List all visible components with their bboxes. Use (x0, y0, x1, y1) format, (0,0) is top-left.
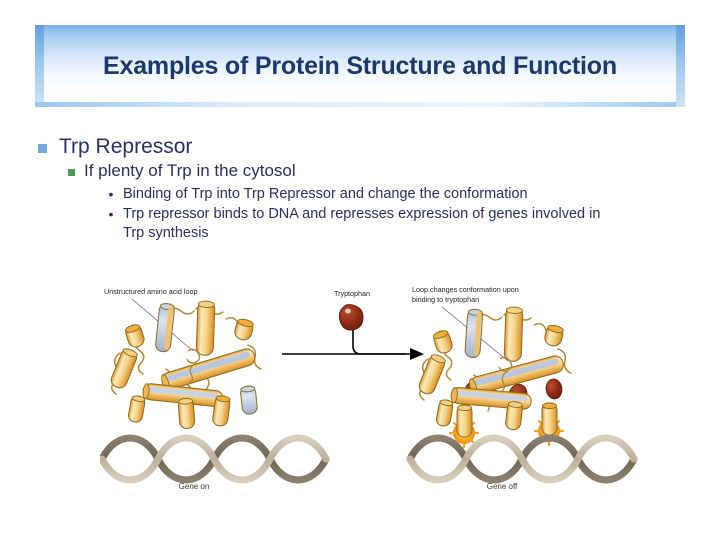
bullet-list: Trp Repressor If plenty of Trp in the cy… (38, 134, 688, 244)
dna-helix-right: Gene off (406, 434, 638, 491)
helix (177, 397, 196, 429)
helix (124, 324, 145, 348)
helix (418, 354, 446, 395)
reaction-arrow-head (410, 348, 424, 360)
bullet-level2: If plenty of Trp in the cytosol (68, 161, 688, 181)
left-dna-caption: Gene on (179, 482, 210, 491)
slide-title-bar: Examples of Protein Structure and Functi… (35, 25, 685, 107)
right-annotation-line2: binding to tryptophan (412, 295, 479, 304)
bullet-level3-item: • Binding of Trp into Trp Repressor and … (106, 185, 688, 204)
helix (432, 330, 453, 354)
helix (240, 385, 258, 415)
bullet-level3-label: Binding of Trp into Trp Repressor and ch… (123, 185, 528, 202)
right-panel-group: Loop changes conformation upon binding t… (406, 285, 638, 491)
bullet-level3-item: • Trp repressor binds to DNA and repress… (106, 205, 688, 243)
tryptophan-connector (352, 330, 406, 355)
helix (544, 324, 564, 347)
helix (234, 318, 254, 341)
dot-bullet-icon: • (108, 205, 114, 222)
bullet-level3-label: Trp repressor binds to DNA and represses… (123, 205, 601, 241)
changed-loop (498, 356, 513, 393)
title-bar-bottom-edge (35, 102, 685, 107)
tryptophan-molecule (338, 304, 364, 331)
right-dna-caption: Gene off (487, 482, 518, 491)
dot-bullet-icon: • (108, 185, 114, 202)
helix (469, 355, 564, 395)
helix (464, 308, 483, 358)
right-annotation-line1: Loop changes conformation upon (412, 285, 519, 294)
helix (505, 401, 523, 431)
middle-group: Tryptophan (282, 289, 424, 360)
helix (155, 303, 175, 353)
helix (436, 399, 454, 427)
left-panel-group: Unstructured amino acid loop (100, 287, 330, 491)
helix (195, 300, 216, 356)
helix (110, 348, 138, 389)
square-bullet-blue-icon (38, 144, 47, 153)
helix (142, 383, 224, 408)
bullet-level1-label: Trp Repressor (59, 135, 193, 158)
helix (456, 404, 473, 438)
helix (128, 395, 146, 423)
dna-helix-left: Gene on (100, 434, 330, 491)
helix (541, 402, 558, 436)
trp-repressor-diagram: Unstructured amino acid loop (100, 283, 700, 518)
bullet-level2-label: If plenty of Trp in the cytosol (84, 161, 296, 181)
left-annotation-label: Unstructured amino acid loop (104, 287, 198, 296)
square-bullet-green-icon (68, 169, 75, 177)
helix (212, 395, 231, 427)
unstructured-loop (186, 348, 201, 385)
bullet-level1: Trp Repressor (38, 134, 688, 159)
tryptophan-label: Tryptophan (334, 289, 370, 298)
helix (503, 306, 524, 362)
page-title: Examples of Protein Structure and Functi… (103, 51, 617, 80)
